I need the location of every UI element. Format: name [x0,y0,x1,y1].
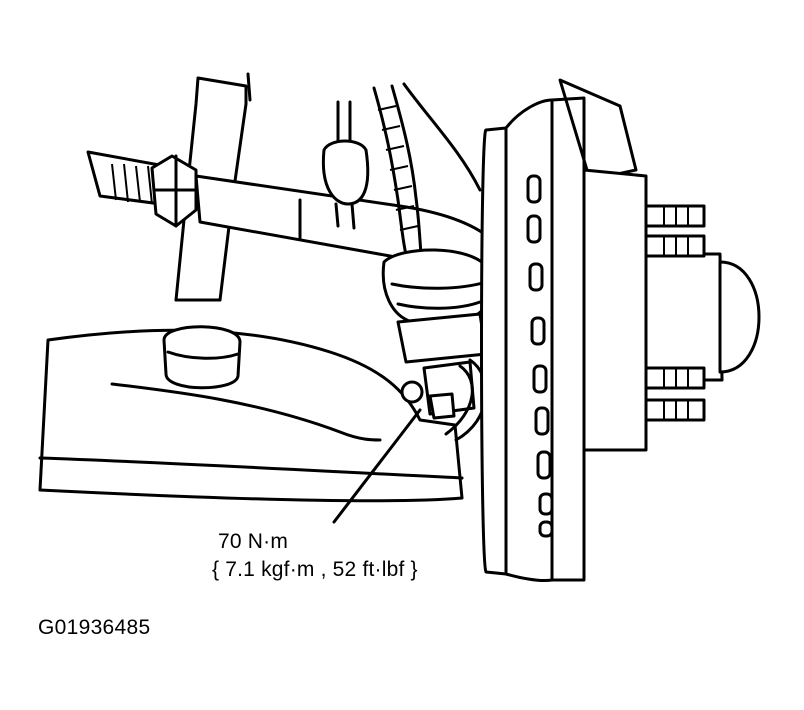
wheel-hub [582,168,761,452]
lower-control-arm [38,328,464,503]
sensor-wire [321,82,482,264]
brake-rotor [480,78,638,582]
rotor-vents [526,174,554,538]
castle-nut [400,358,488,442]
callout-leader-line [332,408,422,524]
hammer [162,72,252,390]
torque-value-alt-units: { 7.1 kgf·m , 52 ft·lbf } [212,558,418,581]
wheel-studs [644,204,706,422]
ball-joint-boot [381,248,493,364]
torque-callout: 70 N·m { 7.1 kgf·m , 52 ft·lbf } [212,528,418,584]
tie-rod [86,150,492,270]
torque-value-nm: 70 N·m [218,530,289,553]
figure-id: G01936485 [38,616,151,639]
